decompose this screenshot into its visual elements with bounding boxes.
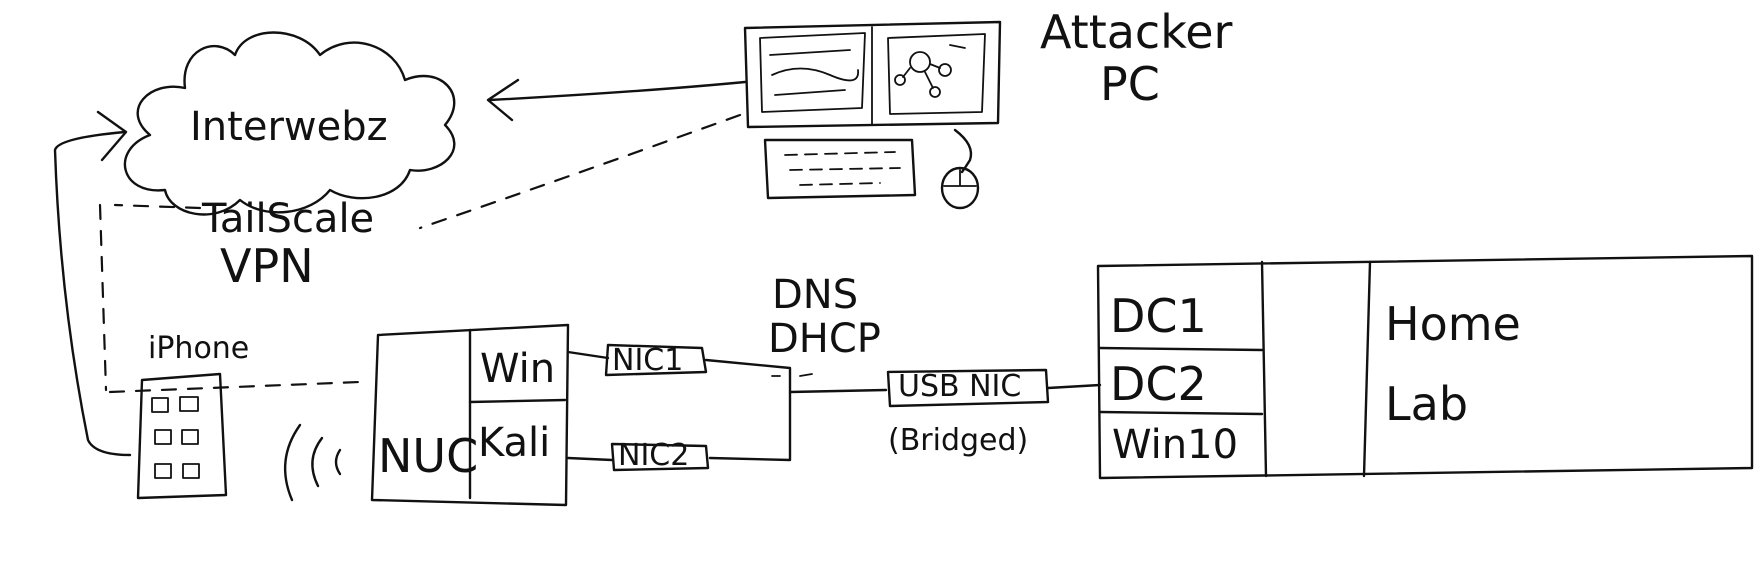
attacker-pc: Attacker PC bbox=[743, 5, 1233, 210]
iphone-label: iPhone bbox=[148, 331, 249, 366]
vpn-label-line1: TailScale bbox=[201, 196, 374, 242]
nuc-vm-divider-horizontal bbox=[468, 398, 567, 404]
nic2-box bbox=[610, 442, 710, 472]
monitor-outline bbox=[743, 20, 1002, 129]
attacker-label-line2: PC bbox=[1100, 57, 1160, 111]
nuc-host: NUC Win Kali bbox=[370, 323, 570, 507]
usb-nic-note: (Bridged) bbox=[888, 423, 1028, 458]
nic1-box bbox=[604, 343, 708, 377]
iphone: iPhone bbox=[136, 331, 249, 500]
vpn-dashed-left bbox=[113, 203, 202, 210]
wifi-waves bbox=[283, 423, 342, 502]
pc-to-internet-arrow bbox=[486, 78, 747, 122]
nuc-vm-kali: Kali bbox=[478, 420, 550, 466]
screen-graph-line bbox=[769, 49, 859, 96]
lab-row-divider-1 bbox=[1098, 346, 1264, 352]
home-lab: DC1 DC2 Win10 Home Lab bbox=[1096, 254, 1754, 480]
attacker-label-line1: Attacker bbox=[1040, 5, 1233, 59]
services-dhcp: DHCP bbox=[768, 316, 881, 362]
nic1-label: NIC1 bbox=[612, 343, 683, 378]
nuc-vm-win: Win bbox=[480, 346, 555, 392]
vpn-tunnel: TailScale VPN bbox=[98, 113, 742, 394]
mouse-cable bbox=[953, 128, 973, 174]
nic2-label: NIC2 bbox=[618, 438, 689, 473]
vpn-dashed-bottom bbox=[108, 380, 362, 394]
app-icons bbox=[151, 396, 200, 479]
lab-side-divider bbox=[1362, 260, 1372, 478]
iphone-to-internet-arrow bbox=[53, 110, 132, 457]
nuc-nic-connections: NIC1 NIC2 bbox=[566, 343, 792, 473]
lab-vm-win10: Win10 bbox=[1112, 422, 1238, 468]
usb-nic-box bbox=[886, 368, 1050, 408]
keyboard-keys bbox=[784, 151, 901, 186]
usb-nic: USB NIC (Bridged) bbox=[788, 368, 1102, 458]
vpn-dashed-top bbox=[418, 113, 742, 230]
lab-label-line2: Lab bbox=[1385, 377, 1468, 431]
iphone-body bbox=[136, 372, 228, 500]
network-map-icon bbox=[894, 44, 966, 98]
vpn-dashed-vertical bbox=[98, 203, 108, 392]
lab-vm-column-right bbox=[1260, 260, 1268, 478]
cloud-outline bbox=[123, 31, 456, 216]
services-dns: DNS bbox=[772, 272, 858, 318]
lab-vm-dc1: DC1 bbox=[1110, 289, 1207, 343]
lab-outline bbox=[1096, 254, 1754, 480]
nuc-label: NUC bbox=[378, 429, 478, 483]
screen-window-right bbox=[887, 33, 986, 115]
keyboard-outline bbox=[763, 138, 917, 200]
lab-row-divider-2 bbox=[1098, 410, 1264, 416]
lab-label-line1: Home bbox=[1385, 297, 1521, 351]
cloud-label: Interwebz bbox=[190, 104, 388, 150]
usb-nic-label: USB NIC bbox=[898, 369, 1021, 404]
mouse-buttons bbox=[943, 169, 977, 187]
screen-window-left bbox=[759, 32, 866, 113]
mouse-outline bbox=[940, 166, 980, 210]
lab-vm-dc2: DC2 bbox=[1110, 357, 1207, 411]
internet-cloud: Interwebz bbox=[123, 31, 456, 216]
vpn-label-line2: VPN bbox=[220, 239, 314, 293]
services-marker bbox=[771, 373, 813, 377]
network-services: DNS DHCP bbox=[768, 272, 881, 377]
nuc-outline bbox=[370, 323, 570, 507]
